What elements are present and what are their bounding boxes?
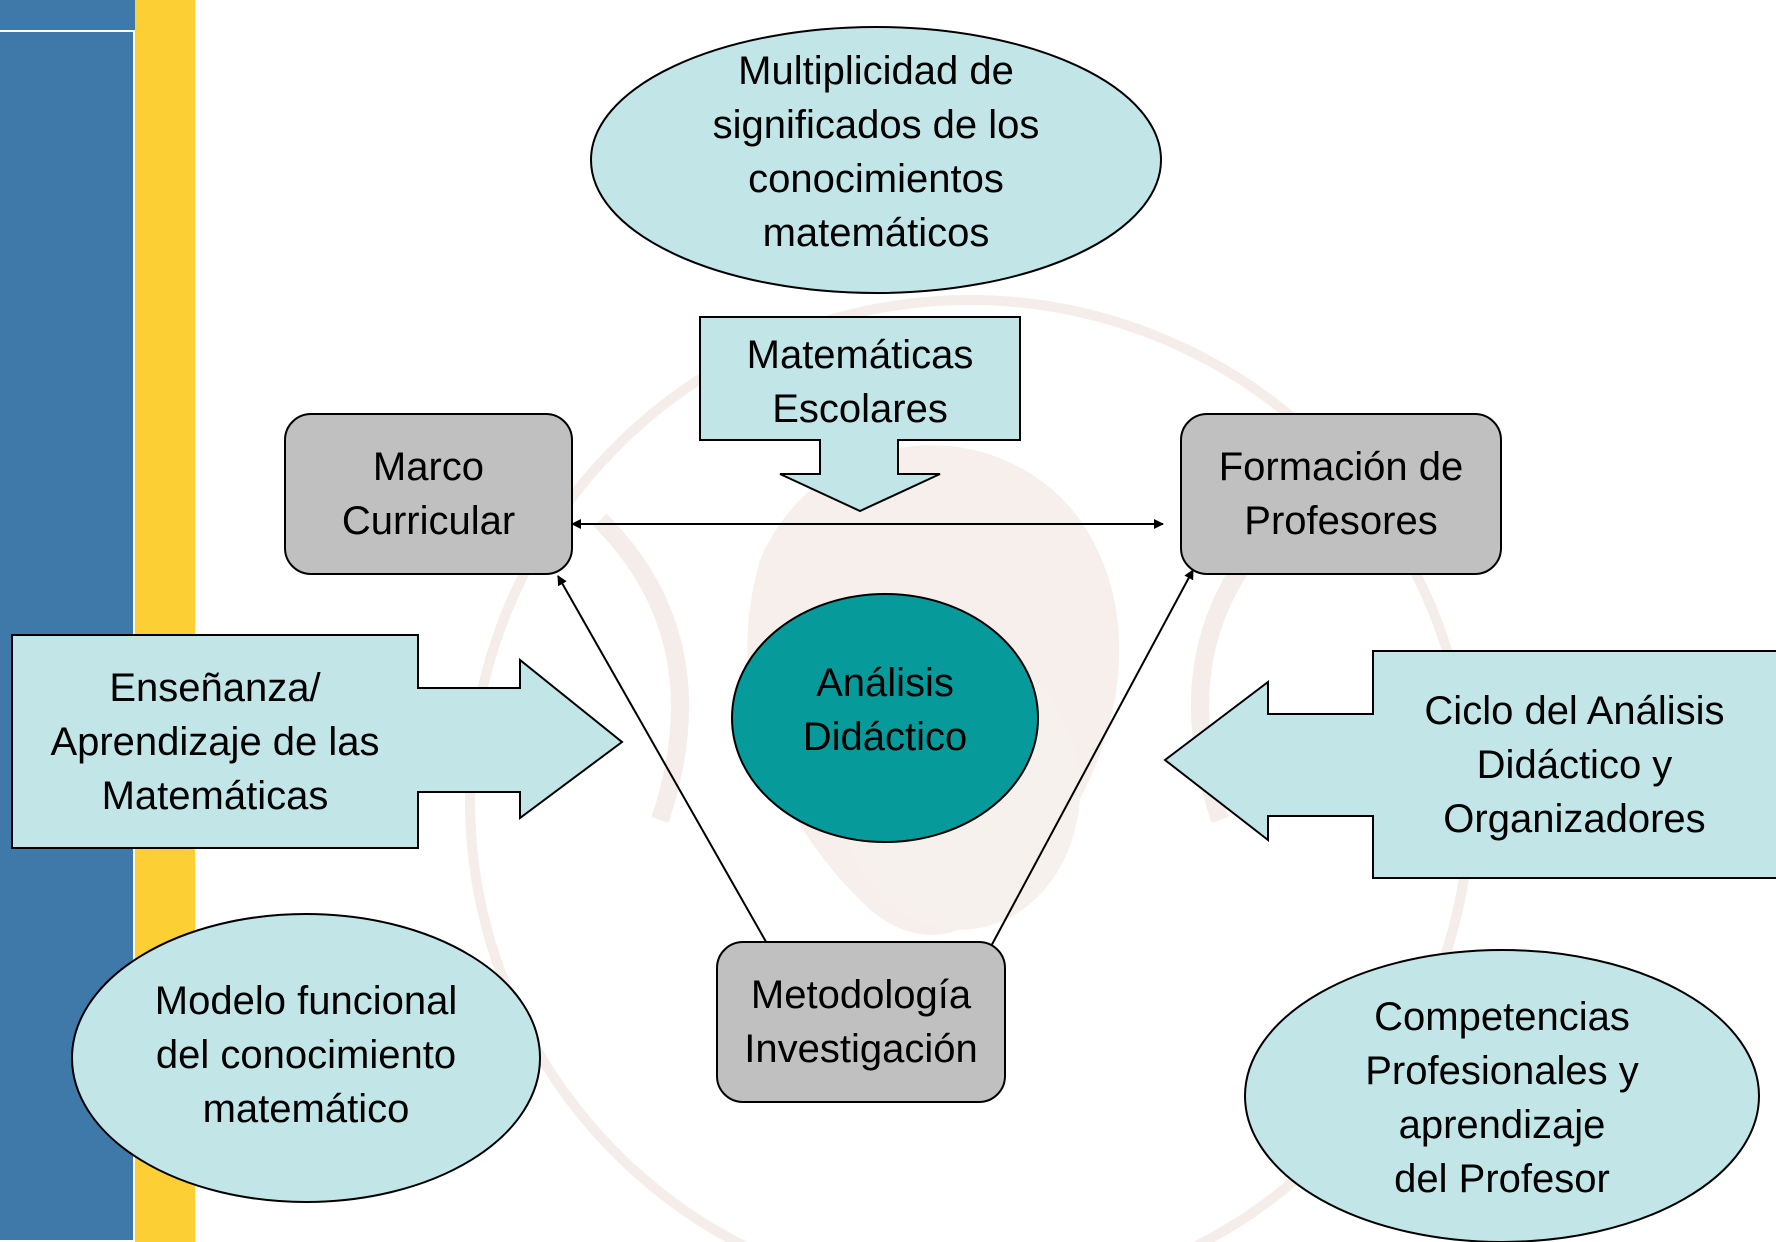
connector-formacion-metodologia [973,569,1194,979]
ciclo-callout [1163,650,1776,879]
metodologia-box [716,941,1006,1103]
marco-curricular-label: Marco Curricular [341,445,516,543]
ensenanza-callout [11,634,624,849]
metodologia-label: Metodología Investigación [744,973,978,1071]
ensenanza-label: Enseñanza/ Aprendizaje de las Matemática… [50,666,380,818]
competencias-label: Competencias Profesionales y aprendizaje… [1365,995,1639,1201]
analisis-didactico-ellipse [731,593,1039,843]
connector-marco-metodologia [557,575,791,985]
analisis-didactico-label: Análisis Didáctico [802,661,968,759]
multiplicidad-ellipse [590,26,1162,294]
competencias-ellipse [1244,949,1760,1242]
modelo-funcional-ellipse [71,913,541,1203]
marco-curricular-box [284,413,573,575]
formacion-profesores-box [1180,413,1502,575]
matematicas-escolares-label: Matemáticas Escolares [746,333,974,431]
modelo-funcional-label: Modelo funcional del conocimiento matemá… [154,979,458,1131]
matematicas-escolares-callout [699,316,1021,513]
ciclo-label: Ciclo del Análisis Didáctico y Organizad… [1424,689,1725,841]
multiplicidad-label: Multiplicidad de significados de los con… [712,49,1040,255]
formacion-profesores-label: Formación de Profesores [1218,445,1464,543]
